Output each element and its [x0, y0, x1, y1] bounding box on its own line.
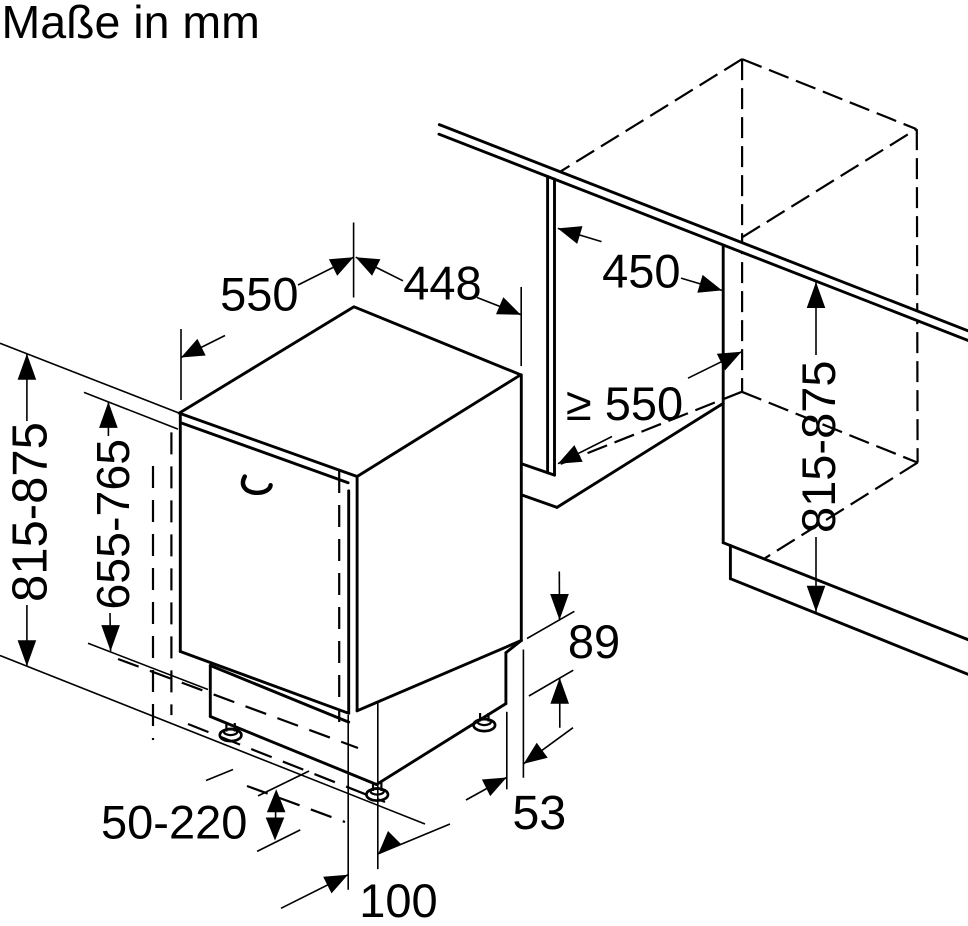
- svg-text:89: 89: [568, 615, 620, 668]
- svg-text:100: 100: [359, 874, 437, 921]
- svg-text:50-220: 50-220: [101, 796, 247, 849]
- svg-text:448: 448: [403, 256, 481, 309]
- svg-text:53: 53: [512, 786, 566, 840]
- svg-text:815-875: 815-875: [792, 361, 845, 534]
- svg-text:550: 550: [220, 268, 298, 321]
- svg-text:815-875: 815-875: [4, 422, 58, 602]
- svg-text:≥ 550: ≥ 550: [566, 377, 683, 430]
- svg-text:655-765: 655-765: [87, 439, 139, 610]
- svg-text:450: 450: [602, 245, 680, 298]
- svg-text:Maße in mm: Maße in mm: [2, 0, 260, 48]
